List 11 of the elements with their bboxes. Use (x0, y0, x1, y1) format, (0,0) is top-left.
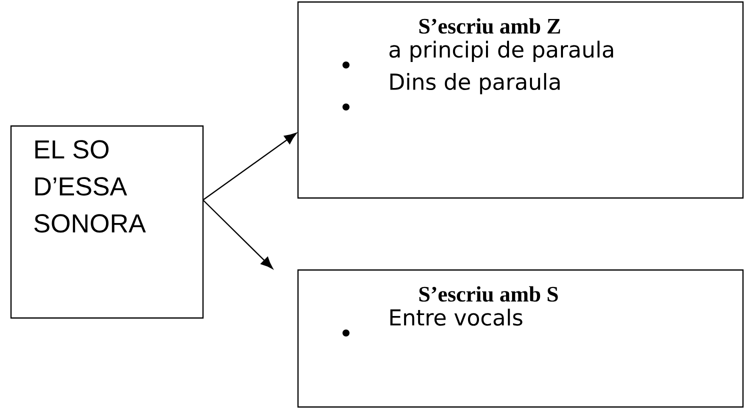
text-box (10, 125, 204, 319)
bullet-item: Entre vocals (390, 308, 522, 326)
node-text: EL SO D’ESSA SONORA (34, 140, 146, 233)
heading: S’escriu amb S (419, 286, 558, 302)
bullet-item: a principi de paraula (390, 40, 614, 62)
arrow (202, 200, 273, 269)
text-box (297, 269, 744, 408)
arrow (202, 132, 297, 200)
text-box (297, 1, 744, 199)
heading: S’escriu amb Z (419, 18, 560, 34)
bullet-item: Dins de paraula (390, 73, 560, 94)
